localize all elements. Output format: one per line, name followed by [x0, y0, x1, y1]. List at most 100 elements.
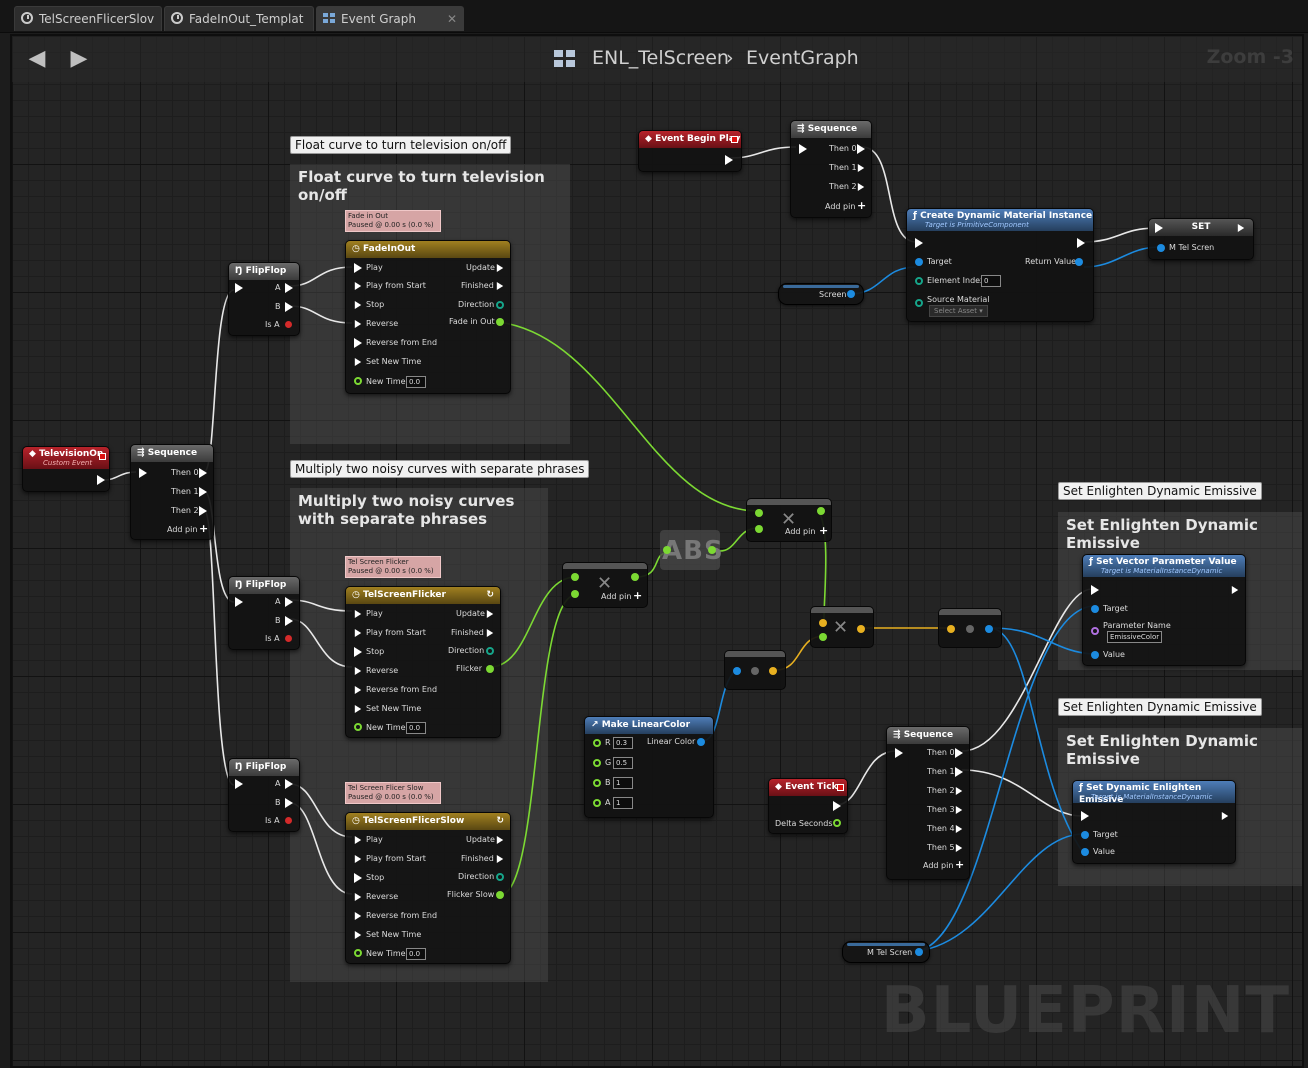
close-icon[interactable]: ✕ — [446, 12, 457, 26]
forward-arrow-icon[interactable]: ▶ — [70, 46, 88, 71]
exec-in-pin[interactable] — [354, 892, 362, 902]
delegate-pin[interactable] — [837, 784, 844, 791]
back-arrow-icon[interactable]: ◀ — [28, 46, 46, 71]
sequence-node[interactable]: ⇶ Sequence Then 0 Then 1 Then 2 Then 3 T… — [886, 726, 970, 880]
tab-fadeinout-template[interactable]: FadeInOut_Templat — [164, 6, 314, 31]
multiply-node[interactable]: ✕ Add pin + — [562, 562, 648, 608]
exec-out-pin[interactable] — [199, 506, 207, 516]
exec-in-pin[interactable] — [354, 338, 362, 348]
float-in-pin[interactable] — [571, 573, 579, 581]
float-in-pin[interactable] — [354, 723, 362, 731]
exec-out-pin[interactable] — [1237, 223, 1245, 233]
multiply-node[interactable]: ✕ Add pin + — [746, 498, 832, 542]
float-in-pin[interactable] — [663, 546, 671, 554]
struct-out-pin[interactable] — [857, 625, 865, 633]
add-pin-icon[interactable]: + — [199, 522, 209, 535]
float-out-pin[interactable] — [817, 507, 825, 515]
conversion-node[interactable] — [724, 650, 786, 690]
comment-bubble[interactable]: Float curve to turn television on/off — [290, 136, 512, 154]
new-time-input[interactable]: 0.0 — [406, 948, 426, 960]
exec-out-pin[interactable] — [1231, 585, 1239, 595]
tab-event-graph[interactable]: Event Graph ✕ — [316, 6, 464, 31]
breadcrumb-blueprint[interactable]: ENL_TelScreen — [592, 47, 729, 69]
add-pin-icon[interactable]: + — [633, 589, 643, 602]
exec-in-pin[interactable] — [235, 779, 243, 789]
float-out-pin[interactable] — [496, 318, 504, 326]
add-pin-icon[interactable]: + — [819, 524, 829, 537]
exec-out-pin[interactable] — [955, 824, 963, 834]
add-pin-label[interactable]: Add pin — [923, 861, 954, 870]
object-in-pin[interactable] — [915, 258, 923, 266]
sequence-node[interactable]: ⇶ Sequence Then 0 Then 1 Then 2 Add pin+ — [790, 120, 872, 218]
exec-out-pin[interactable] — [725, 155, 733, 165]
exec-in-pin[interactable] — [354, 357, 362, 367]
exec-in-pin[interactable] — [354, 666, 362, 676]
add-pin-icon[interactable]: + — [857, 199, 867, 212]
exec-in-pin[interactable] — [354, 911, 362, 921]
screen-variable-node[interactable]: Screen — [778, 283, 864, 305]
exec-in-pin[interactable] — [895, 748, 903, 758]
exec-out-pin[interactable] — [97, 475, 105, 485]
new-time-input[interactable]: 0.0 — [406, 722, 426, 734]
exec-out-pin[interactable] — [955, 843, 963, 853]
float-out-pin[interactable] — [708, 546, 716, 554]
abs-node[interactable]: ABS — [660, 530, 723, 570]
exec-out-pin[interactable] — [199, 468, 207, 478]
exec-out-pin[interactable] — [486, 609, 494, 619]
delegate-pin[interactable] — [731, 136, 738, 143]
exec-in-pin[interactable] — [354, 609, 362, 619]
timeline-fadeinout-node[interactable]: ◷ FadeInOut Play Play from Start Stop Re… — [345, 240, 511, 394]
object-in-pin[interactable] — [733, 667, 741, 675]
exec-in-pin[interactable] — [354, 647, 362, 657]
exec-in-pin[interactable] — [1155, 223, 1163, 233]
exec-out-pin[interactable] — [285, 302, 293, 312]
exec-in-pin[interactable] — [354, 704, 362, 714]
object-in-pin[interactable] — [915, 299, 923, 307]
exec-in-pin[interactable] — [799, 144, 807, 154]
exec-out-pin[interactable] — [955, 748, 963, 758]
float-out-pin[interactable] — [833, 819, 841, 827]
event-tick-node[interactable]: ◆ Event Tick Delta Seconds — [768, 778, 848, 834]
exec-out-pin[interactable] — [1077, 238, 1085, 248]
flipflop-node[interactable]: Ŋ FlipFlop A B Is A — [228, 758, 300, 832]
add-pin-label[interactable]: Add pin — [825, 202, 856, 211]
exec-out-pin[interactable] — [199, 487, 207, 497]
exec-out-pin[interactable] — [1221, 811, 1229, 821]
b-input[interactable]: 1 — [613, 777, 633, 789]
exec-in-pin[interactable] — [354, 930, 362, 940]
comment-bubble[interactable]: Multiply two noisy curves with separate … — [290, 460, 590, 478]
exec-out-pin[interactable] — [857, 182, 865, 192]
comment-bubble[interactable]: Set Enlighten Dynamic Emissive — [1058, 482, 1262, 500]
float-in-pin[interactable] — [354, 377, 362, 385]
element-index-input[interactable]: 0 — [981, 275, 1001, 287]
exec-in-pin[interactable] — [354, 873, 362, 883]
multiply-linear-color-node[interactable]: ✕ — [810, 606, 874, 648]
exec-out-pin[interactable] — [285, 779, 293, 789]
exec-out-pin[interactable] — [955, 805, 963, 815]
exec-in-pin[interactable] — [354, 281, 362, 291]
struct-in-pin[interactable] — [1091, 651, 1099, 659]
exec-out-pin[interactable] — [285, 597, 293, 607]
timeline-flicker-node[interactable]: ◷ TelScreenFlicker↻ Play Play from Start… — [345, 586, 501, 738]
tab-telscreen-flicer-slow[interactable]: TelScreenFlicerSlov — [14, 6, 162, 31]
exec-out-pin[interactable] — [285, 616, 293, 626]
add-pin-label[interactable]: Add pin — [785, 527, 816, 536]
struct-out-pin[interactable] — [769, 667, 777, 675]
mtel-screen-variable-node[interactable]: M Tel Scren — [842, 941, 930, 963]
exec-in-pin[interactable] — [139, 468, 147, 478]
exec-out-pin[interactable] — [955, 786, 963, 796]
enum-out-pin[interactable] — [496, 301, 504, 309]
add-pin-label[interactable]: Add pin — [601, 592, 632, 601]
set-vector-parameter-value-node[interactable]: ƒ Set Vector Parameter Value Target is M… — [1082, 554, 1246, 666]
object-out-pin[interactable] — [915, 948, 923, 956]
add-pin-icon[interactable]: + — [955, 858, 965, 871]
sequence-node[interactable]: ⇶ Sequence Then 0 Then 1 Then 2 Add pin … — [130, 444, 214, 540]
exec-in-pin[interactable] — [235, 597, 243, 607]
exec-out-pin[interactable] — [833, 801, 841, 811]
int-in-pin[interactable] — [915, 277, 923, 285]
enum-out-pin[interactable] — [496, 873, 504, 881]
bool-out-pin[interactable] — [285, 635, 292, 642]
float-out-pin[interactable] — [631, 573, 639, 581]
object-out-pin[interactable] — [1075, 258, 1083, 266]
float-in-pin[interactable] — [593, 759, 601, 767]
